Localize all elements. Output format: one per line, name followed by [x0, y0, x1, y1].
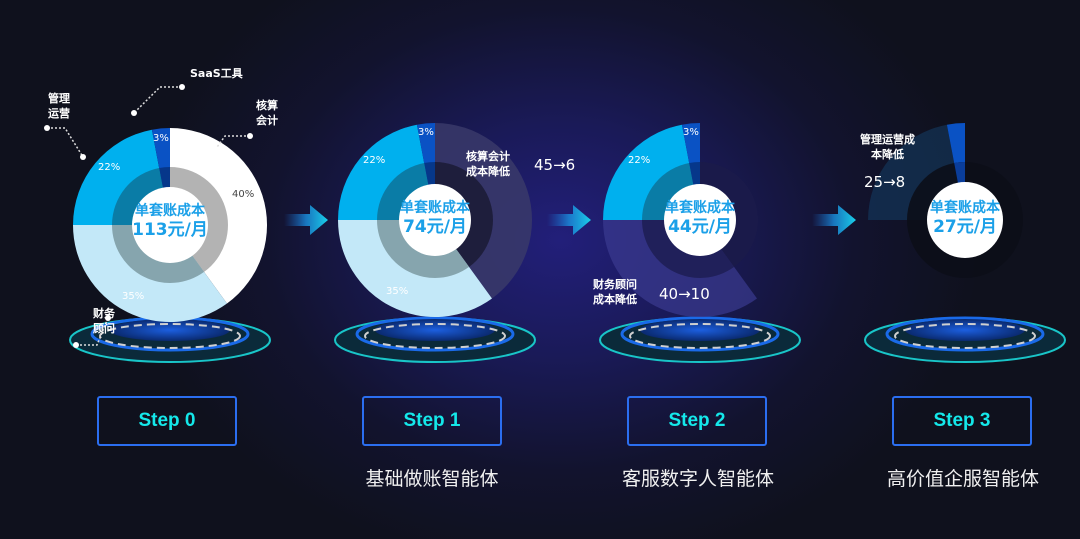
reduction-value: 40→10: [659, 285, 710, 303]
reduction-label: 管理运营成 本降低: [860, 133, 915, 161]
pct-saas: 3%: [418, 127, 434, 138]
center-cost-value: 74元/月: [403, 216, 467, 237]
center-cost-title: 单套账成本: [135, 203, 205, 219]
step-3-panel: 单套账成本 27元/月 管理运营成 本降低 25→8 Step 3 高价值企服智…: [830, 0, 1080, 539]
center-cost-title: 单套账成本: [930, 200, 1000, 216]
step-1-description: 基础做账智能体: [365, 468, 499, 490]
center-cost-title: 单套账成本: [400, 200, 470, 216]
callout-advisor: 财务 顾问: [93, 307, 115, 335]
platform-base: [69, 316, 271, 363]
step-3-button[interactable]: Step 3: [892, 396, 1032, 446]
platform-base: [599, 316, 801, 363]
donut-chart-step-2: [603, 122, 758, 318]
step-1-panel: 单套账成本 74元/月 35% 22% 3% 核算会计 成本降低 45→6 St…: [300, 0, 575, 539]
reduction-value: 25→8: [864, 173, 906, 191]
step-2-button[interactable]: Step 2: [627, 396, 767, 446]
center-cost-label: 单套账成本 27元/月: [915, 200, 1015, 237]
pct-saas: 3%: [153, 133, 169, 144]
donut-chart-step-1: [338, 122, 533, 318]
center-cost-value: 44元/月: [668, 216, 732, 237]
center-cost-value: 113元/月: [132, 219, 208, 240]
center-cost-label: 单套账成本 74元/月: [385, 200, 485, 237]
pct-accounting: 40%: [232, 189, 255, 200]
donut-chart-step-0: [73, 127, 268, 323]
arrow-right-icon: [284, 205, 328, 235]
arrow-right-icon: [812, 205, 856, 235]
platform-base: [864, 316, 1066, 363]
callout-saas: SaaS工具: [190, 67, 243, 80]
arrow-right-icon: [547, 205, 591, 235]
center-cost-label: 单套账成本 113元/月: [120, 203, 220, 240]
step-0-panel: 单套账成本 113元/月 40% 35% 22% 3% SaaS工具 管理 运营…: [30, 0, 300, 539]
center-cost-label: 单套账成本 44元/月: [650, 200, 750, 237]
callout-ops: 管理 运营: [48, 92, 70, 120]
callout-lines: [44, 84, 253, 348]
step-2-panel: 单套账成本 44元/月 22% 3% 财务顾问 成本降低 40→10 Step …: [565, 0, 835, 539]
callout-accounting: 核算 会计: [256, 99, 278, 127]
donut-chart-step-3: [868, 122, 1023, 278]
pct-ops: 22%: [98, 162, 121, 173]
pct-ops: 22%: [363, 155, 386, 166]
center-cost-title: 单套账成本: [665, 200, 735, 216]
reduction-label: 财务顾问 成本降低: [593, 278, 637, 306]
pct-saas: 3%: [683, 127, 699, 138]
step-0-button[interactable]: Step 0: [97, 396, 237, 446]
reduction-label: 核算会计 成本降低: [466, 150, 510, 178]
pct-ops: 22%: [628, 155, 651, 166]
reduction-value: 45→6: [534, 156, 576, 174]
center-cost-value: 27元/月: [933, 216, 997, 237]
step-1-button[interactable]: Step 1: [362, 396, 502, 446]
step-2-description: 客服数字人智能体: [621, 468, 774, 490]
step-3-description: 高价值企服智能体: [886, 468, 1039, 490]
platform-base: [334, 316, 536, 363]
pct-advisor: 35%: [386, 286, 409, 297]
pct-advisor: 35%: [122, 291, 145, 302]
